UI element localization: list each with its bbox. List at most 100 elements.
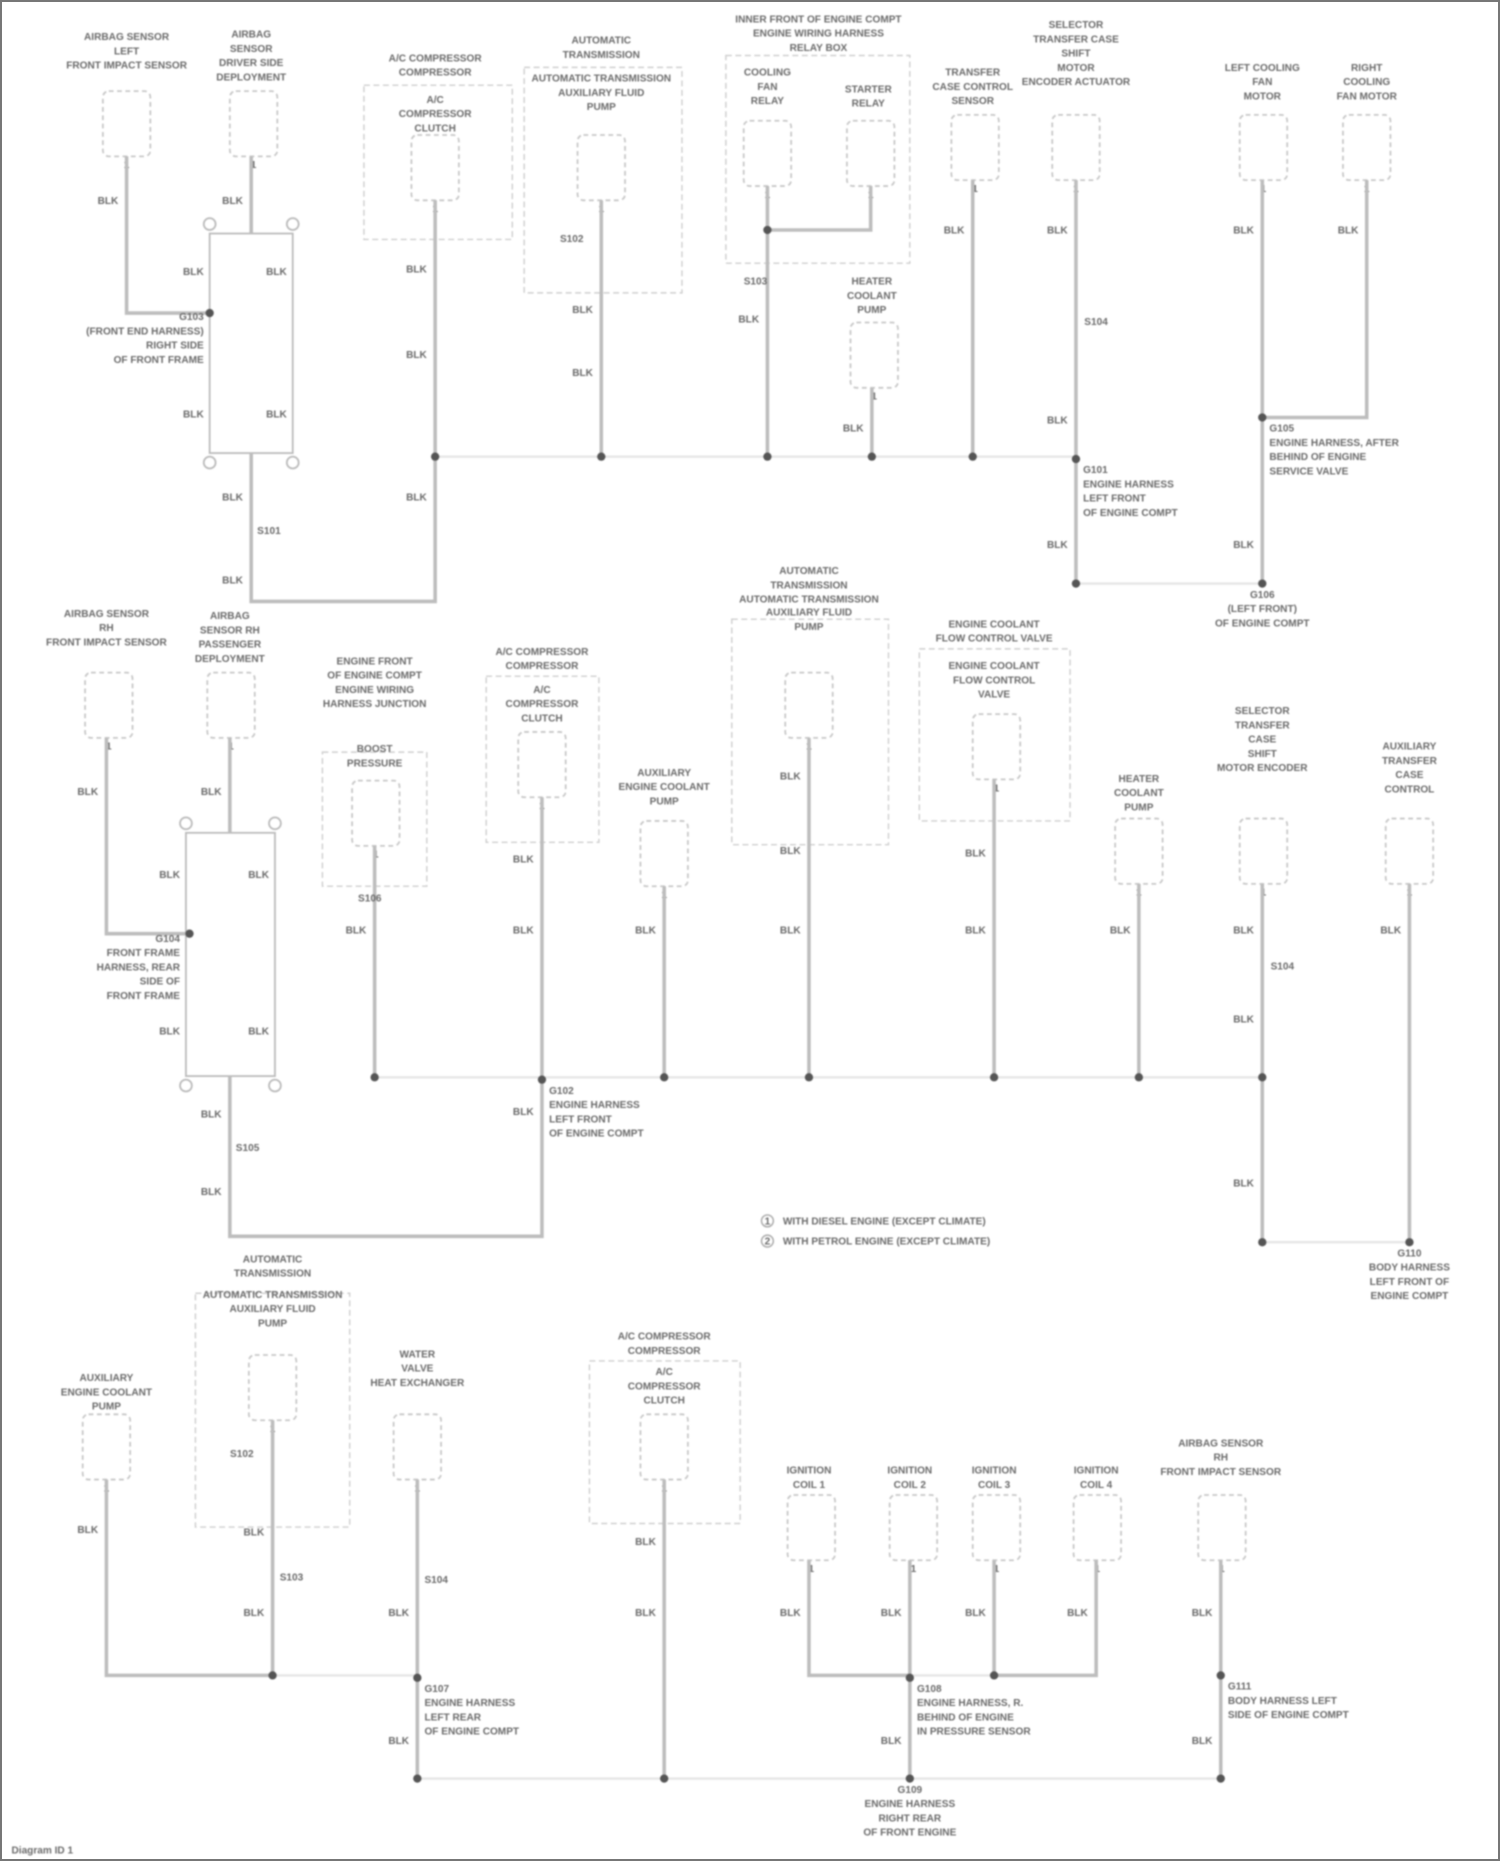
wire xyxy=(106,738,186,934)
component-label: COOLING xyxy=(1343,77,1390,88)
wire-color-label: BLK xyxy=(1233,226,1254,237)
component-connector xyxy=(1052,115,1099,180)
component-connector xyxy=(788,1495,835,1560)
component-sublabel: RELAY xyxy=(852,99,886,110)
wire-color-label: BLK xyxy=(513,926,534,937)
ground-label: OF FRONT ENGINE xyxy=(863,1828,956,1839)
wire-color-label: BLK xyxy=(572,368,593,379)
splice-node xyxy=(906,1674,914,1682)
splice-node xyxy=(906,1774,914,1782)
component-label: TRANSFER xyxy=(1235,720,1291,731)
component-label: A/C COMPRESSOR xyxy=(618,1332,712,1343)
splice-node xyxy=(1258,1073,1266,1081)
component-label: AIRBAG SENSOR xyxy=(84,32,170,43)
component-sublabel: AUTOMATIC TRANSMISSION xyxy=(203,1290,343,1301)
wire-color-label: BLK xyxy=(244,1608,265,1619)
component-label: COIL 1 xyxy=(793,1480,826,1491)
component-label: DEPLOYMENT xyxy=(195,654,266,665)
component-label: TRANSMISSION xyxy=(563,50,640,61)
component-label: SHIFT xyxy=(1061,49,1091,60)
splice-node xyxy=(1217,1774,1225,1782)
wire-color-label: BLK xyxy=(388,1736,409,1747)
wire-color-label: BLK xyxy=(944,226,965,237)
component-label: IGNITION xyxy=(1074,1466,1119,1477)
wire-color-label: BLK xyxy=(780,1608,801,1619)
component-label: VALVE xyxy=(401,1364,433,1375)
connector-symbol xyxy=(204,457,216,469)
component-label: HEATER xyxy=(852,277,893,288)
legend-text: WITH DIESEL ENGINE (EXCEPT CLIMATE) xyxy=(783,1216,986,1227)
component-label: AUTOMATIC xyxy=(779,566,839,577)
connector-symbol xyxy=(204,218,216,230)
component-label: COIL 4 xyxy=(1080,1480,1113,1491)
ground-label: G101 xyxy=(1083,465,1108,476)
wire-color-label: BLK xyxy=(881,1608,902,1619)
wire-color-label: BLK xyxy=(780,846,801,857)
wire-color-label: BLK xyxy=(1067,1608,1088,1619)
component-connector xyxy=(518,732,565,797)
legend-text: WITH PETROL ENGINE (EXCEPT CLIMATE) xyxy=(783,1237,990,1248)
wire-color-label: BLK xyxy=(248,870,269,881)
component-connector xyxy=(1343,115,1390,180)
ground-label: IN PRESSURE SENSOR xyxy=(917,1727,1031,1738)
component-connector xyxy=(230,91,277,156)
splice-node xyxy=(413,1674,421,1682)
component-connector xyxy=(83,1414,130,1479)
wire-color-label: BLK xyxy=(201,1110,222,1121)
component-sublabel: PRESSURE xyxy=(347,758,403,769)
ground-label: RIGHT SIDE xyxy=(146,341,204,352)
wire-color-label: BLK xyxy=(1110,926,1131,937)
wire-color-label: BLK xyxy=(881,1736,902,1747)
wire-color-label: BLK xyxy=(266,267,287,278)
component-sublabel: PUMP xyxy=(587,102,616,113)
wire-color-label: BLK xyxy=(406,493,427,504)
component-connector xyxy=(973,714,1020,779)
wire-color-label: BLK xyxy=(159,1027,180,1038)
wire-color-label: BLK xyxy=(1192,1736,1213,1747)
component-sublabel: CLUTCH xyxy=(643,1396,684,1407)
component-connector xyxy=(207,673,254,738)
connector-symbol xyxy=(269,817,281,829)
component-label: MOTOR ENCODER xyxy=(1217,763,1308,774)
component-label: OF ENGINE COMPT xyxy=(327,671,422,682)
component-sublabel: PUMP xyxy=(794,622,823,633)
component-connector xyxy=(850,323,897,388)
component-label: DEPLOYMENT xyxy=(216,72,287,83)
component-label: AUXILIARY xyxy=(79,1373,133,1384)
splice-node xyxy=(268,1671,276,1679)
wire-color-label: BLK xyxy=(1047,415,1068,426)
component-label: TRANSFER CASE xyxy=(1033,34,1119,45)
wire-color-label: BLK xyxy=(635,1608,656,1619)
component-sublabel: CLUTCH xyxy=(414,123,455,134)
component-label: SELECTOR xyxy=(1235,706,1290,717)
splice-node xyxy=(1217,1671,1225,1679)
component-sublabel: CLUTCH xyxy=(521,713,562,724)
legend-symbol-number: 2 xyxy=(765,1237,771,1248)
component-label: PUMP xyxy=(857,305,886,316)
component-sublabel: PUMP xyxy=(258,1318,287,1329)
wire-color-label: BLK xyxy=(1233,540,1254,551)
wire-color-label: BLK xyxy=(965,1608,986,1619)
ground-label: G105 xyxy=(1269,424,1294,435)
wire-color-label: BLK xyxy=(965,926,986,937)
component-label: RH xyxy=(99,623,114,634)
wire-color-label: BLK xyxy=(222,576,243,587)
component-label: SHIFT xyxy=(1248,749,1278,760)
component-sublabel: RELAY xyxy=(751,96,785,107)
splice-node xyxy=(413,1774,421,1782)
component-label: HEATER xyxy=(1119,774,1160,785)
component-connector xyxy=(744,121,791,186)
component-label: CASE CONTROL xyxy=(932,82,1013,93)
component-label: AUXILIARY xyxy=(637,768,691,779)
component-label: A/C COMPRESSOR xyxy=(389,53,483,64)
wire-color-label: BLK xyxy=(1233,926,1254,937)
wire-color-label: BLK xyxy=(1380,926,1401,937)
ground-label: BEHIND OF ENGINE xyxy=(1269,452,1366,463)
splice-node xyxy=(1072,579,1080,587)
ground-label: G103 xyxy=(179,312,204,323)
splice-node xyxy=(660,1073,668,1081)
component-label: A/C COMPRESSOR xyxy=(495,647,589,658)
wire xyxy=(106,1480,272,1676)
component-label: ENCODER ACTUATOR xyxy=(1022,77,1131,88)
component-label: ENGINE WIRING HARNESS xyxy=(753,29,884,40)
